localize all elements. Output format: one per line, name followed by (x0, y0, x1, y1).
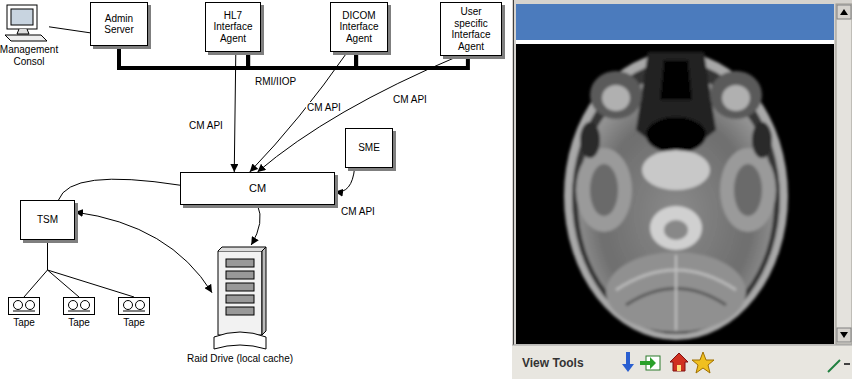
process-box: TSM (20, 200, 75, 240)
tape-icon: Tape (63, 297, 95, 315)
connector-line (258, 56, 459, 172)
toolbar (512, 345, 852, 379)
node-label: TSM (37, 214, 58, 226)
node-label: User specific Interface Agent (444, 6, 498, 52)
node-label: Tape (4, 317, 44, 329)
title-bar (516, 4, 834, 40)
process-box: CM (180, 172, 335, 205)
connector-line (49, 27, 90, 33)
computer-icon-art (3, 4, 49, 42)
server-box: Admin Server (90, 2, 148, 46)
node-label: HL7 Interface Agent (209, 10, 257, 45)
node-label: Tape (114, 317, 154, 329)
bus-line (248, 52, 356, 68)
node-label: Management Consol (0, 44, 61, 67)
connector-line (75, 212, 212, 293)
tape-icon-art (118, 297, 150, 315)
connector-line (48, 240, 135, 297)
image-area (516, 44, 834, 344)
edge-label: CM API (306, 102, 342, 113)
node-label: SME (358, 142, 380, 154)
window-edge (513, 0, 514, 345)
agent-box: DICOM Interface Agent (330, 2, 388, 52)
raid-drive-icon-art (212, 245, 268, 351)
connector-line (250, 52, 348, 172)
agent-box: User specific Interface Agent (440, 2, 502, 56)
bus-label: RMI/IIOP (254, 76, 297, 87)
tape-icon: Tape (8, 297, 40, 315)
node-label: Admin Server (94, 13, 144, 36)
tape-icon: Tape (118, 297, 150, 315)
tape-icon-art (63, 297, 95, 315)
node-label: Tape (59, 317, 99, 329)
computer-icon: Management Consol (3, 4, 49, 42)
process-box: SME (345, 128, 393, 168)
edge-label: CM API (188, 120, 224, 131)
connector-line (48, 240, 80, 297)
connector-line (335, 168, 355, 192)
connector-line (59, 179, 181, 200)
edge-label: CM API (392, 94, 428, 105)
connector-line (24, 240, 48, 297)
edge-label: CM API (340, 206, 376, 217)
title-gap (516, 40, 834, 44)
node-label: CM (249, 182, 266, 195)
mri-head-slice (564, 52, 788, 340)
raid-drive-icon: Raid Drive (local cache) (212, 245, 268, 351)
window-frame (512, 0, 852, 379)
node-label: DICOM Interface Agent (334, 10, 384, 45)
node-label: Raid Drive (local cache) (170, 353, 310, 365)
connector-line (234, 52, 236, 172)
menu-text: View Tools (522, 356, 584, 370)
agent-box: HL7 Interface Agent (205, 2, 261, 52)
scrollbar (836, 4, 852, 344)
tape-icon-art (8, 297, 40, 315)
connector-line (251, 205, 260, 245)
